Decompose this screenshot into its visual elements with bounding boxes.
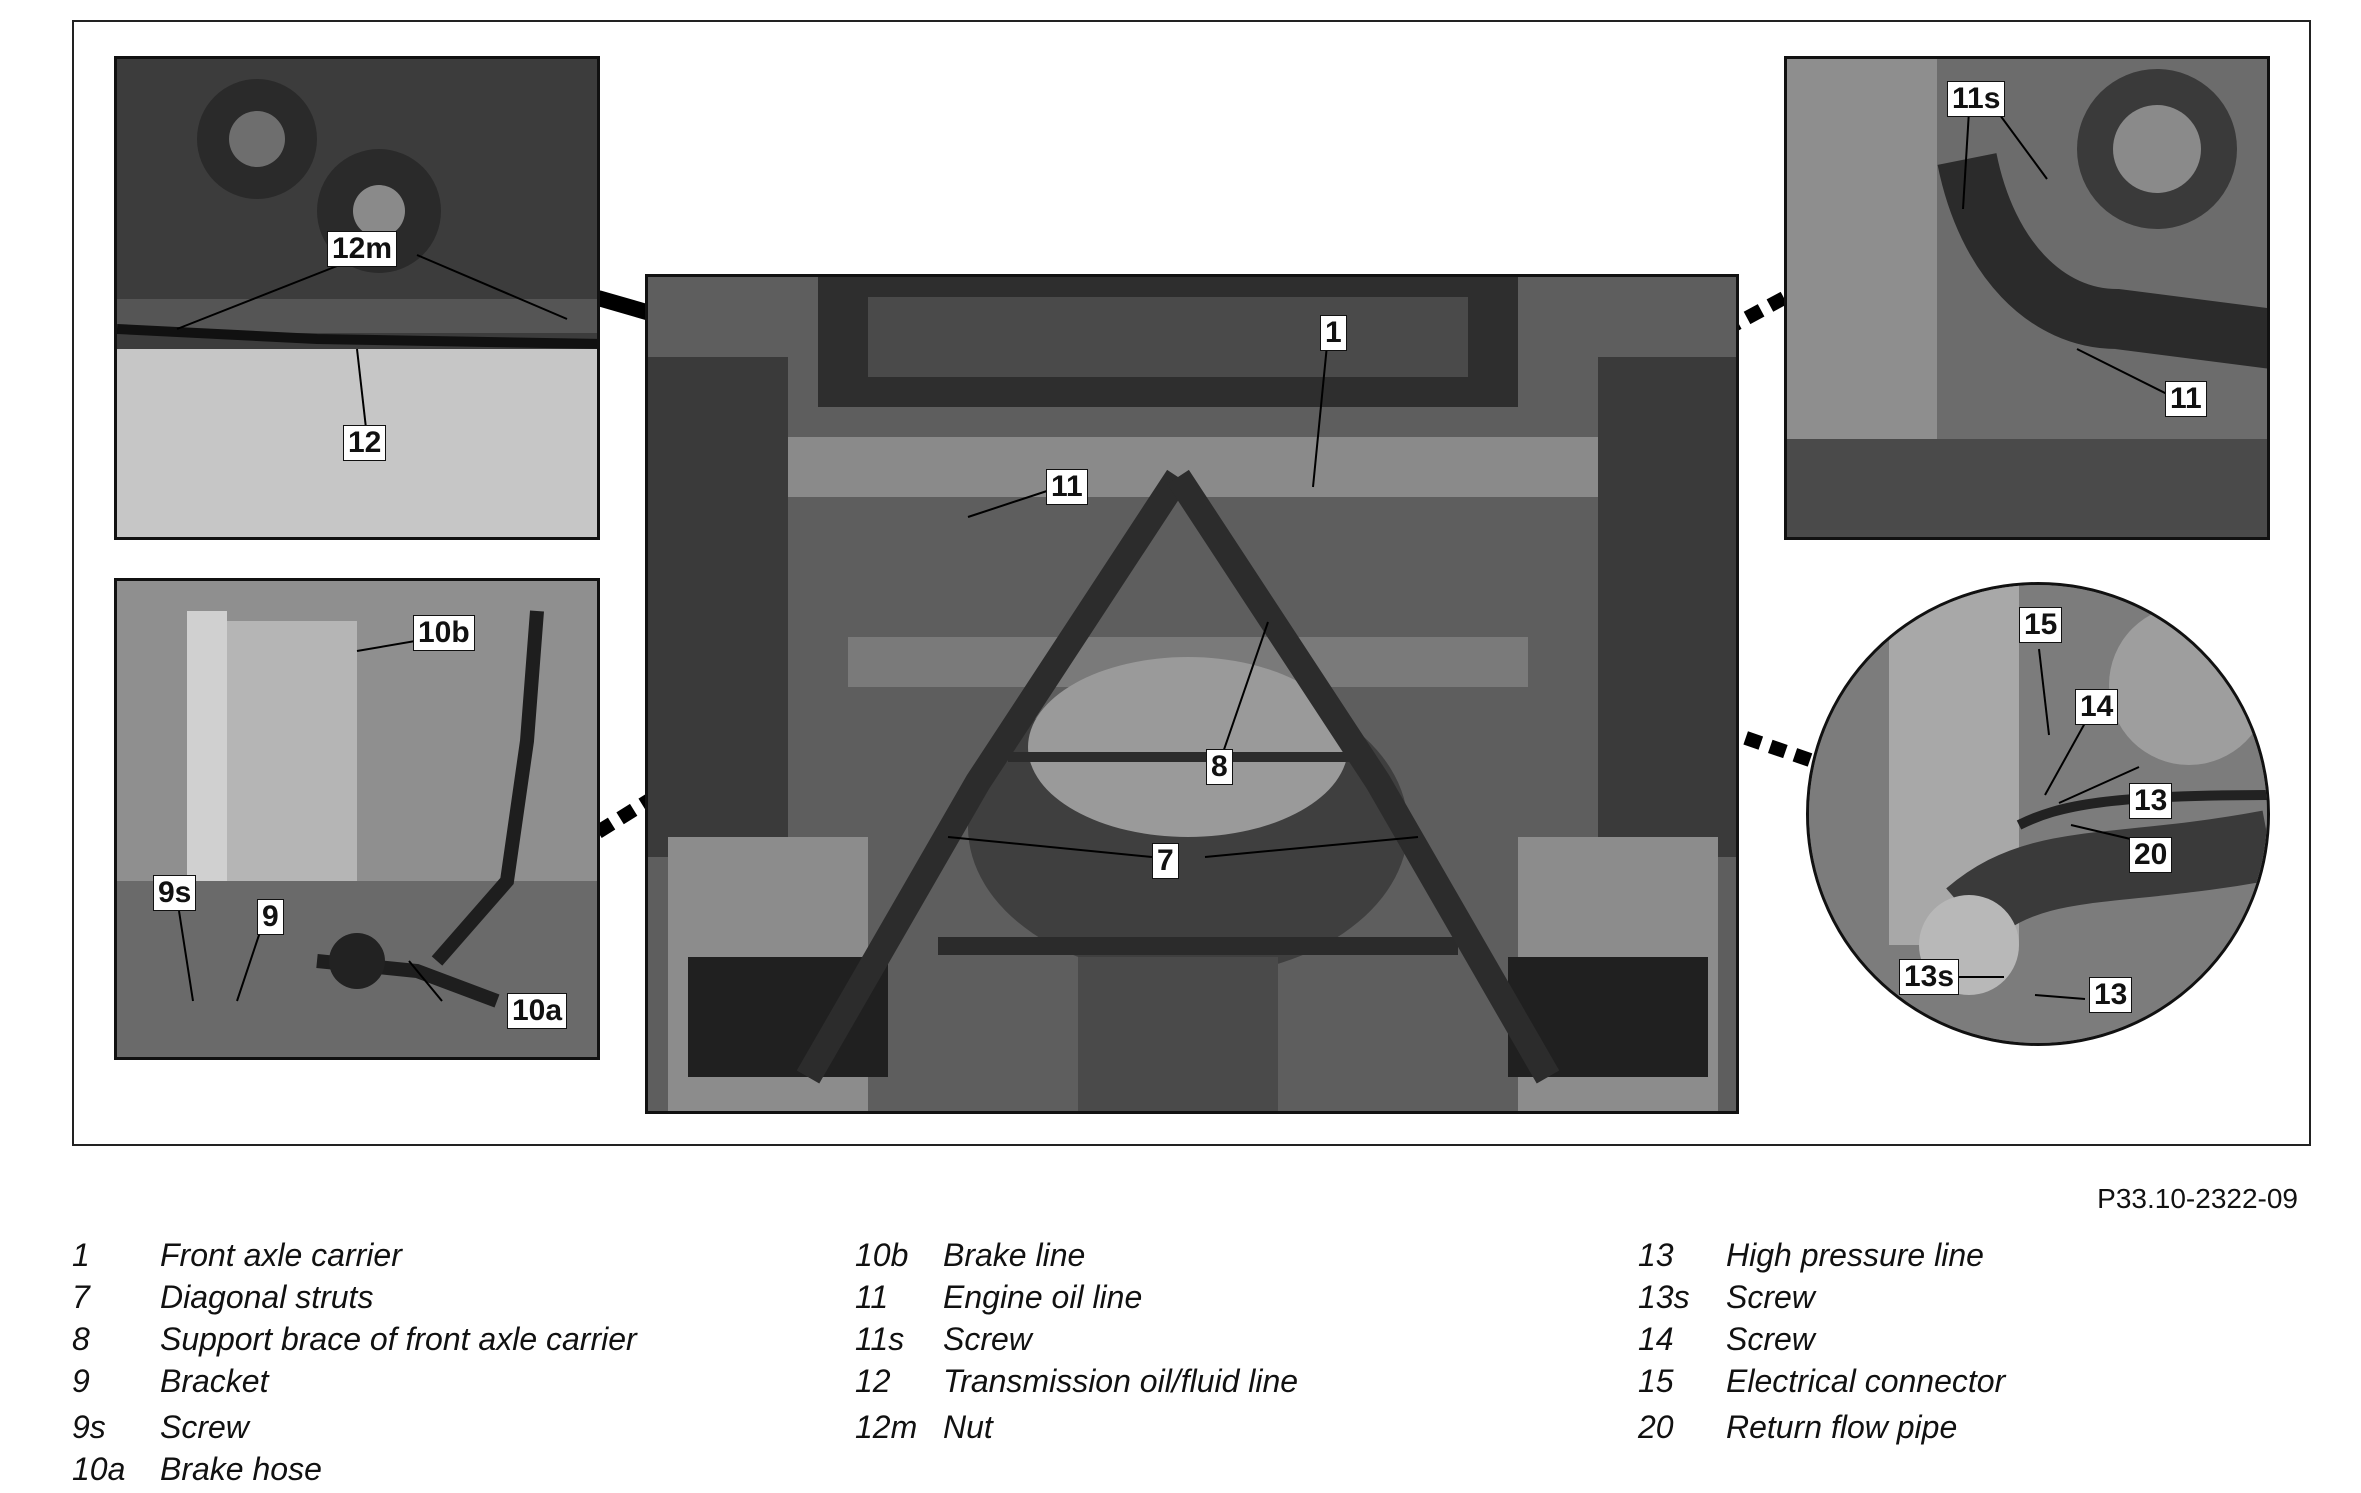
detail-bottom-right-illustration xyxy=(1809,585,2267,1043)
callout-main-8: 8 xyxy=(1206,749,1233,785)
detail-photo-bottom-right: 15 14 13 20 13s 13 xyxy=(1806,582,2270,1046)
callout-11s: 11s xyxy=(1947,81,2006,117)
detail-photo-bottom-left: 10b 9s 9 10a xyxy=(114,578,600,1060)
callout-12: 12 xyxy=(343,425,387,461)
main-photo: 1 11 8 7 xyxy=(645,274,1739,1114)
detail-photo-top-left: 12m 12 xyxy=(114,56,600,540)
callout-9s: 9s xyxy=(153,875,197,911)
callout-20: 20 xyxy=(2129,837,2173,873)
callout-main-1: 1 xyxy=(1320,315,1347,351)
callout-10a: 10a xyxy=(507,993,568,1029)
detail-top-right-illustration xyxy=(1787,59,2267,537)
detail-photo-top-right: 11s 11 xyxy=(1784,56,2270,540)
callout-9: 9 xyxy=(257,899,284,935)
detail-bottom-left-illustration xyxy=(117,581,597,1057)
callout-13-lower: 13 xyxy=(2089,977,2133,1013)
reference-code: P33.10-2322-09 xyxy=(2097,1183,2298,1214)
callout-12m: 12m xyxy=(327,231,398,267)
callout-10b: 10b xyxy=(413,615,475,651)
main-photo-illustration xyxy=(648,277,1736,1111)
callout-top-right-11: 11 xyxy=(2165,381,2207,417)
callout-14: 14 xyxy=(2075,689,2119,725)
callout-13s: 13s xyxy=(1899,959,1960,995)
callout-main-11: 11 xyxy=(1046,469,1088,505)
callout-main-7: 7 xyxy=(1152,843,1179,879)
detail-top-left-illustration xyxy=(117,59,597,537)
callout-bottom-right-13: 13 xyxy=(2129,783,2173,819)
callout-15: 15 xyxy=(2019,607,2063,643)
